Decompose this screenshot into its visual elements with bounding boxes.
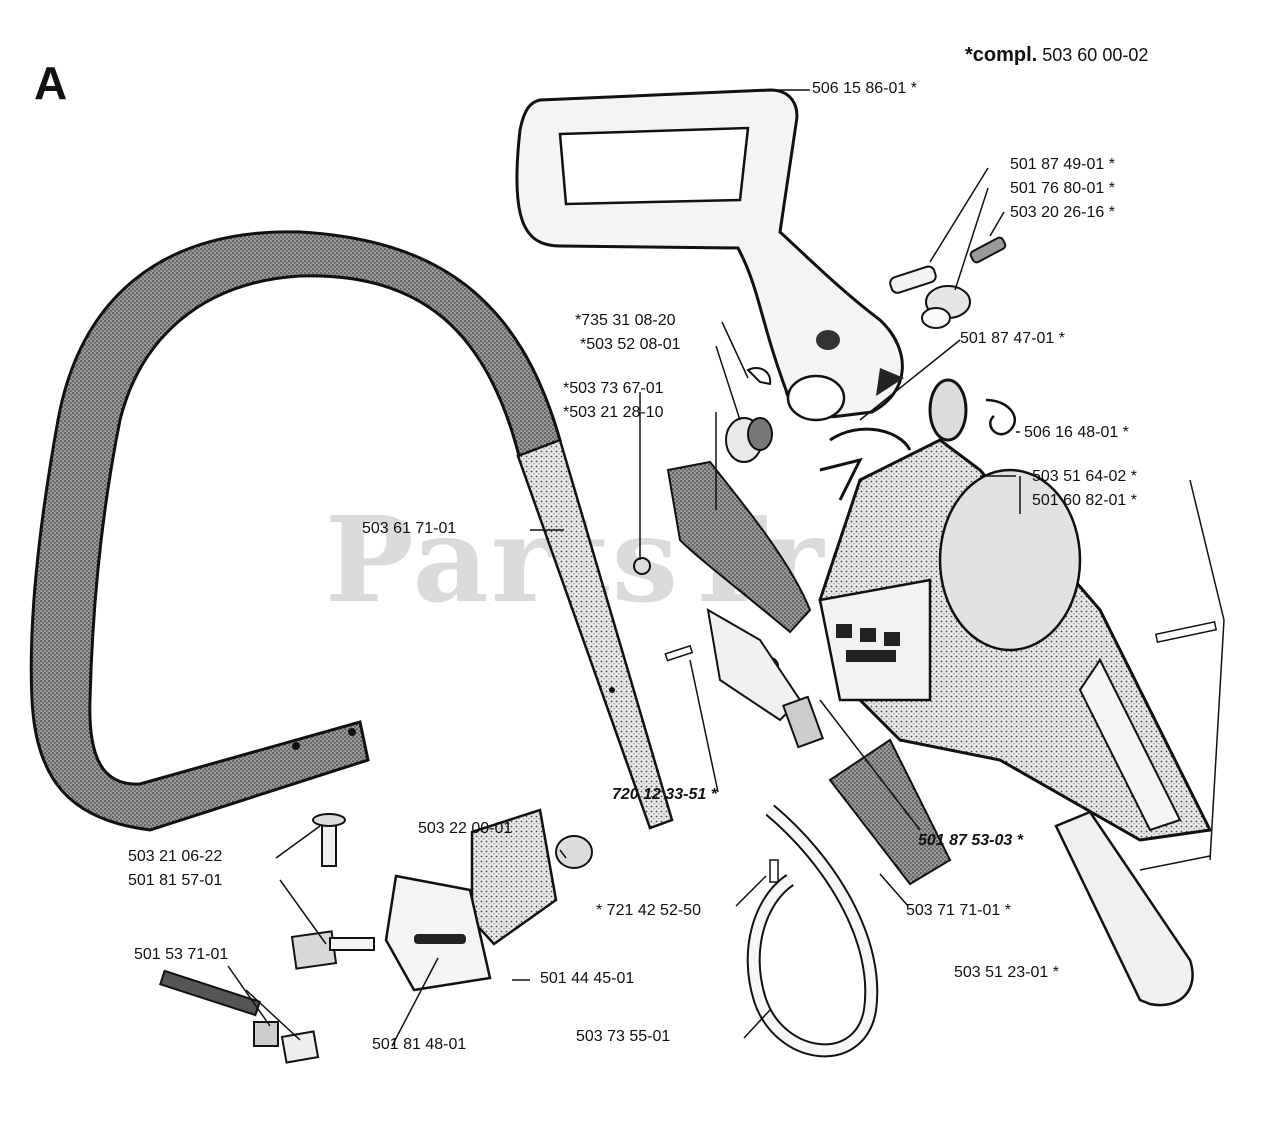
plate-icon [384, 808, 1194, 1007]
assembly-note-number: 503 60 00-02 [1042, 45, 1149, 65]
part-label-screw-c: *503 21 28-10 [563, 404, 664, 421]
screw-icon [159, 236, 1218, 1064]
part-label-nut: 503 22 00-01 [418, 820, 513, 837]
part-label-screw-b: 503 20 26-16 * [1010, 204, 1115, 221]
part-label-cover-b: 501 60 82-01 * [1032, 492, 1137, 509]
part-label-screw-d: 503 21 06-22 [128, 848, 223, 865]
part-label-bushing: 501 76 80-01 * [1010, 180, 1115, 197]
part-label-tensioner: 501 53 71-01 [134, 946, 229, 963]
part-label-front-handle: 506 15 86-01 * [812, 80, 917, 97]
handguard-bar-icon [29, 230, 674, 832]
part-label-cover-plate: 503 51 23-01 * [954, 964, 1059, 981]
section-letter: A [34, 57, 68, 109]
part-label-spring-lever: 501 87 47-01 * [960, 330, 1065, 347]
part-label-screw-a: 501 87 49-01 * [1010, 156, 1115, 173]
part-label-bolt-assembly: 501 87 53-03 * [918, 832, 1023, 849]
part-label-pivot: *503 52 08-01 [580, 336, 681, 353]
assembly-note-prefix: *compl. [965, 44, 1038, 66]
part-label-spring-coil: 503 71 71-01 * [906, 902, 1011, 919]
leader-lines [227, 89, 1225, 1047]
brake-band-icon [746, 804, 879, 1058]
part-label-brake-band: 503 73 55-01 [576, 1028, 671, 1045]
front-handle-icon [515, 88, 904, 422]
part-label-cover-a: 503 51 64-02 * [1032, 468, 1137, 485]
assembly-note: *compl. 503 60 00-02 [965, 44, 1148, 67]
part-label-side-plate: 501 81 48-01 [372, 1036, 467, 1053]
part-label-spring: 506 16 48-01 * [1024, 424, 1129, 441]
clutch-cover-icon [818, 438, 1213, 842]
part-label-handguard-bar: 503 61 71-01 [362, 520, 457, 537]
part-label-link-a: *503 73 67-01 [563, 380, 664, 397]
part-label-pin-b: * 721 42 52-50 [596, 902, 701, 919]
part-label-pin-a: 720 12 33-51 * [612, 786, 717, 803]
part-label-guide-plate: 501 44 45-01 [540, 970, 635, 987]
spring-icon [666, 378, 1016, 886]
part-label-circlip: *735 31 08-20 [575, 312, 676, 329]
part-label-bar-stud: 501 81 57-01 [128, 872, 223, 889]
